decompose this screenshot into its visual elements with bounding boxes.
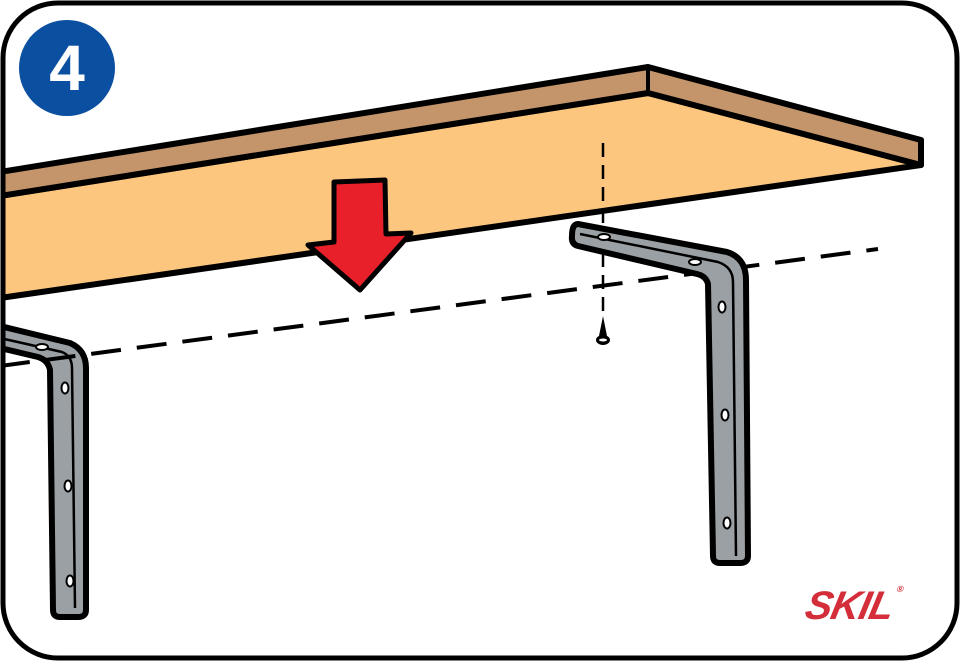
bracket-left (3, 323, 89, 620)
down-arrow-icon (305, 177, 414, 293)
step-number: 4 (49, 32, 85, 104)
step-badge (19, 20, 115, 116)
screw-icon (596, 316, 610, 345)
shelf (3, 64, 924, 301)
brand-logo: SKIL® (801, 584, 903, 629)
brand-logo-text: SKIL (801, 584, 898, 628)
bracket-right (568, 221, 751, 566)
